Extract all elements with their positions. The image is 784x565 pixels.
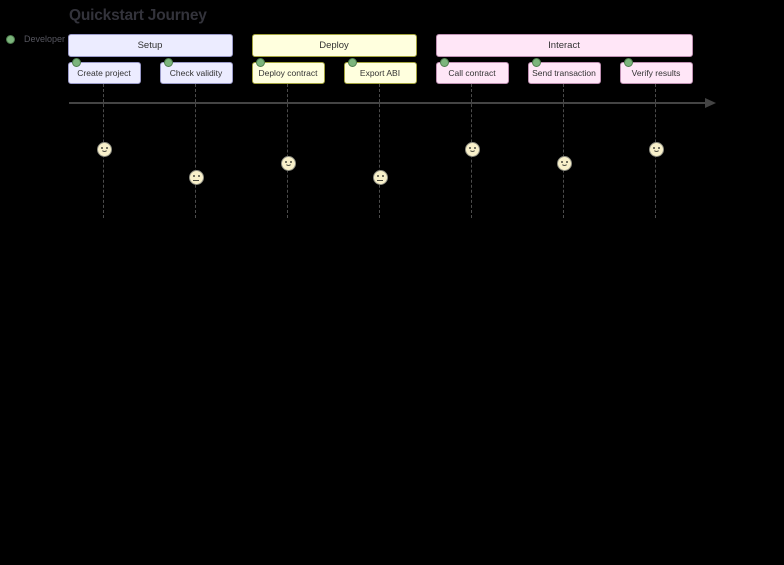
face-mouth xyxy=(560,161,568,166)
task-label: Deploy contract xyxy=(258,68,318,78)
section-label: Interact xyxy=(548,40,580,51)
arrow-right-icon xyxy=(705,98,716,108)
task-guide-line xyxy=(287,84,288,218)
task-label: Create project xyxy=(77,68,131,78)
section-header: Setup xyxy=(67,34,233,57)
face-eye xyxy=(376,174,379,177)
face-eye xyxy=(197,174,200,177)
task-label: Export ABI xyxy=(359,68,401,78)
actor-dot-icon xyxy=(6,34,15,44)
section-label: Setup xyxy=(137,40,163,51)
actor-dot-icon xyxy=(531,58,541,67)
task-box: Send transaction xyxy=(527,58,601,84)
legend: Developer xyxy=(6,34,65,44)
task-box: Verify results xyxy=(619,58,693,84)
neutral-face-icon xyxy=(372,169,388,185)
task-guide-line xyxy=(195,84,196,218)
happy-face-icon xyxy=(648,141,664,157)
actor-dot-icon xyxy=(255,58,265,67)
actor-dot-icon xyxy=(347,58,357,67)
happy-face-icon xyxy=(96,141,112,157)
timeline-axis xyxy=(69,102,706,104)
face-mouth xyxy=(100,147,108,152)
task-label: Verify results xyxy=(631,68,681,78)
page-title: Quickstart Journey xyxy=(69,7,207,24)
actor-dot-icon xyxy=(71,58,81,67)
neutral-face-icon xyxy=(188,169,204,185)
face-mouth xyxy=(193,179,199,181)
task-label: Send transaction xyxy=(532,68,596,78)
face-mouth xyxy=(652,147,660,152)
actor-dot-icon xyxy=(623,58,633,67)
face-mouth xyxy=(284,161,292,166)
happy-face-icon xyxy=(280,155,296,171)
face-eye xyxy=(381,174,384,177)
task-box: Call contract xyxy=(435,58,509,84)
face-mouth xyxy=(468,147,476,152)
task-box: Create project xyxy=(67,58,141,84)
legend-actor-label: Developer xyxy=(24,34,66,44)
task-box: Check validity xyxy=(159,58,233,84)
happy-face-icon xyxy=(556,155,572,171)
actor-dot-icon xyxy=(439,58,449,67)
task-label: Call contract xyxy=(448,68,496,78)
task-guide-line xyxy=(379,84,380,218)
section-header: Interact xyxy=(435,34,693,57)
actor-dot-icon xyxy=(163,58,173,67)
task-box: Deploy contract xyxy=(251,58,325,84)
task-box: Export ABI xyxy=(343,58,417,84)
section-header: Deploy xyxy=(251,34,417,57)
happy-face-icon xyxy=(464,141,480,157)
task-guide-line xyxy=(563,84,564,218)
face-mouth xyxy=(377,179,383,181)
section-label: Deploy xyxy=(319,40,349,51)
task-label: Check validity xyxy=(169,68,223,78)
face-eye xyxy=(192,174,195,177)
